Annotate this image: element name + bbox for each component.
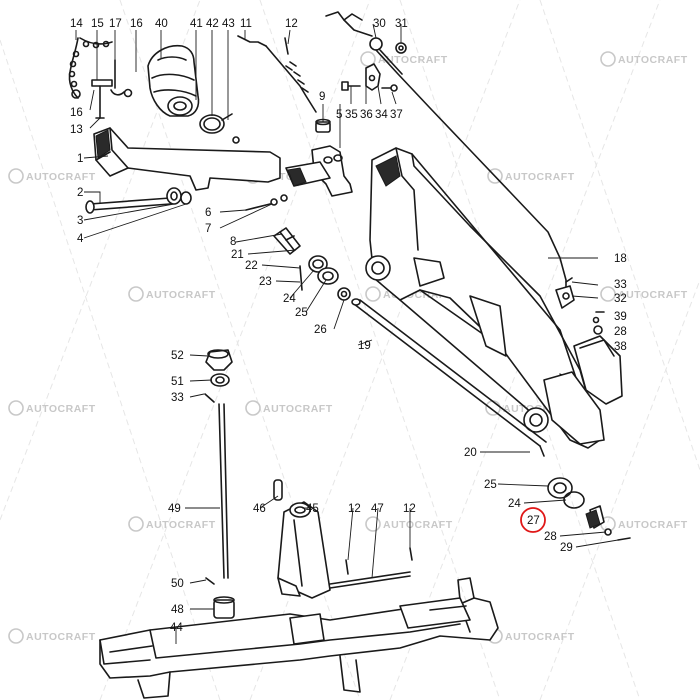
callout-13: 13 — [70, 124, 83, 136]
callout-11: 11 — [240, 18, 252, 30]
callout-20: 20 — [464, 447, 477, 459]
small-bolt — [245, 194, 288, 211]
callout-24b: 24 — [508, 498, 521, 510]
callout-21: 21 — [231, 249, 244, 261]
link-and-bolts — [341, 63, 398, 92]
clevis-pin — [555, 277, 605, 335]
callout-17: 17 — [109, 18, 122, 30]
watermark-text: AUTOCRAFT — [146, 519, 216, 531]
callout-23: 23 — [259, 276, 272, 288]
watermark-text: AUTOCRAFT — [618, 519, 688, 531]
watermark-text: AUTOCRAFT — [263, 403, 333, 415]
rod-with-spring — [237, 35, 317, 113]
watermark-text: AUTOCRAFT — [378, 54, 448, 66]
callout-28b: 28 — [544, 531, 557, 543]
callout-45: 45 — [306, 503, 319, 515]
callout-51: 51 — [171, 376, 184, 388]
callout-52: 52 — [171, 350, 184, 362]
callout-4: 4 — [77, 233, 84, 245]
callout-33b: 33 — [171, 392, 184, 404]
callout-41: 41 — [190, 18, 203, 30]
lift-bracket — [285, 145, 353, 197]
callout-2: 2 — [77, 187, 83, 199]
watermark-text: AUTOCRAFT — [26, 171, 96, 183]
callout-numbers: 14 15 17 16 40 41 42 43 11 12 30 31 16 1… — [70, 18, 627, 634]
callout-32: 32 — [614, 293, 627, 305]
callout-50: 50 — [171, 578, 184, 590]
callout-33: 33 — [614, 279, 627, 291]
callout-49: 49 — [168, 503, 181, 515]
callout-15: 15 — [91, 18, 104, 30]
callout-5: 5 — [336, 109, 342, 121]
watermark-text: AUTOCRAFT — [383, 519, 453, 531]
callout-38: 38 — [614, 341, 627, 353]
watermark-text: AUTOCRAFT — [26, 403, 96, 415]
hose-clamp — [199, 113, 240, 144]
spring-pin — [110, 59, 133, 98]
callout-31: 31 — [395, 18, 408, 30]
callout-16: 16 — [130, 18, 143, 30]
callout-8: 8 — [230, 236, 236, 248]
callout-46: 46 — [253, 503, 266, 515]
callout-30: 30 — [373, 18, 386, 30]
callout-14: 14 — [70, 18, 83, 30]
watermark-text: AUTOCRAFT — [505, 631, 575, 643]
vertical-rod-assembly — [204, 349, 233, 585]
rubber-boot — [147, 44, 200, 117]
callout-1: 1 — [77, 153, 83, 165]
chain — [68, 37, 113, 99]
gear-assembly — [539, 445, 631, 541]
top-lever — [325, 11, 567, 297]
callout-42: 42 — [206, 18, 219, 30]
watermark-text: AUTOCRAFT — [618, 54, 688, 66]
callout-40: 40 — [155, 18, 168, 30]
callout-29: 29 — [560, 542, 573, 554]
callout-26: 26 — [314, 324, 327, 336]
callout-12: 12 — [285, 18, 298, 30]
callout-24: 24 — [283, 293, 296, 305]
callout-36: 36 — [360, 109, 373, 121]
callout-6: 6 — [205, 207, 211, 219]
callout-34: 34 — [375, 109, 388, 121]
callout-18: 18 — [614, 253, 627, 265]
long-shaft — [351, 298, 547, 447]
callout-3: 3 — [77, 215, 83, 227]
callout-25b: 25 — [484, 479, 497, 491]
watermark-text: AUTOCRAFT — [146, 289, 216, 301]
callout-12c: 12 — [403, 503, 416, 515]
threaded-shaft — [273, 227, 351, 301]
watermark-text: AUTOCRAFT — [26, 631, 96, 643]
callout-19: 19 — [358, 340, 371, 352]
callout-22: 22 — [245, 260, 258, 272]
pin-46 — [273, 479, 283, 501]
callout-47: 47 — [371, 503, 384, 515]
callout-37: 37 — [390, 109, 403, 121]
leader-lines — [75, 23, 619, 644]
hitch-bracket — [277, 501, 331, 599]
callout-27: 27 — [527, 515, 540, 527]
long-bolt — [85, 187, 192, 214]
callout-9: 9 — [319, 91, 325, 103]
cross-member — [93, 127, 281, 191]
callout-25: 25 — [295, 307, 308, 319]
callout-28: 28 — [614, 326, 627, 338]
callout-39: 39 — [614, 311, 627, 323]
drawbar-frame — [99, 577, 499, 699]
callout-44: 44 — [170, 622, 183, 634]
watermark-text: AUTOCRAFT — [505, 171, 575, 183]
callout-12b: 12 — [348, 503, 361, 515]
callout-43: 43 — [222, 18, 235, 30]
chain-bracket — [91, 79, 113, 119]
watermark-text: AUTOCRAFT — [618, 289, 688, 301]
callout-16b: 16 — [70, 107, 83, 119]
a-frame — [365, 147, 605, 449]
callout-7: 7 — [205, 223, 211, 235]
callout-48: 48 — [171, 604, 184, 616]
highlight-circle — [520, 507, 546, 533]
guard-plate — [573, 335, 623, 405]
callout-35: 35 — [345, 109, 358, 121]
cross-rod — [329, 547, 413, 589]
bushing-48 — [213, 596, 235, 619]
